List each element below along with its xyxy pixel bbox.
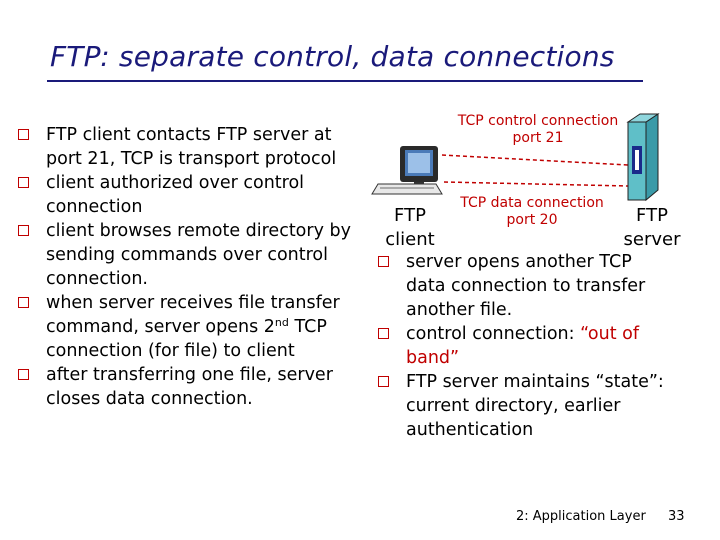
left-bullet-list: FTP client contacts FTP server at port 2… [16,123,366,411]
client-computer-icon [371,146,443,195]
bullet-square-icon [18,297,29,308]
bullet-square-icon [378,256,389,267]
control-connection-label: TCP control connection port 21 [457,113,619,146]
server-tower-icon [626,113,660,202]
right-bullet-1: server opens another TCP data connection… [376,250,666,322]
right-bullet-list: server opens another TCP data connection… [376,250,666,442]
left-bullet-5: after transferring one file, server clos… [16,363,366,411]
right-bullet-2: control connection: “out of band” [376,322,666,370]
left-bullet-2: client authorized over control connectio… [16,171,366,219]
bullet-square-icon [18,129,29,140]
bullet-square-icon [18,177,29,188]
bullet-square-icon [18,225,29,236]
ftp-connection-diagram [371,113,660,202]
control-connection-line [441,154,629,166]
footer-section: 2: Application Layer [516,509,646,524]
bullet-square-icon [378,328,389,339]
right-bullet-3: FTP server maintains “state”: current di… [376,370,666,442]
bullet-square-icon [18,369,29,380]
page-number: 33 [668,509,685,524]
slide-title: FTP: separate control, data connections [50,40,615,73]
left-bullet-4: when server receives file transfer comma… [16,291,366,363]
left-bullet-1: FTP client contacts FTP server at port 2… [16,123,366,171]
data-connection-line [443,181,629,187]
server-label: FTP server [623,205,681,250]
left-bullet-3: client browses remote directory by sendi… [16,219,366,291]
out-of-band-emphasis: “out of band” [406,324,639,368]
title-underline [47,80,643,82]
client-label: FTP client [385,205,435,250]
data-connection-label: TCP data connection port 20 [460,195,604,228]
bullet-square-icon [378,376,389,387]
